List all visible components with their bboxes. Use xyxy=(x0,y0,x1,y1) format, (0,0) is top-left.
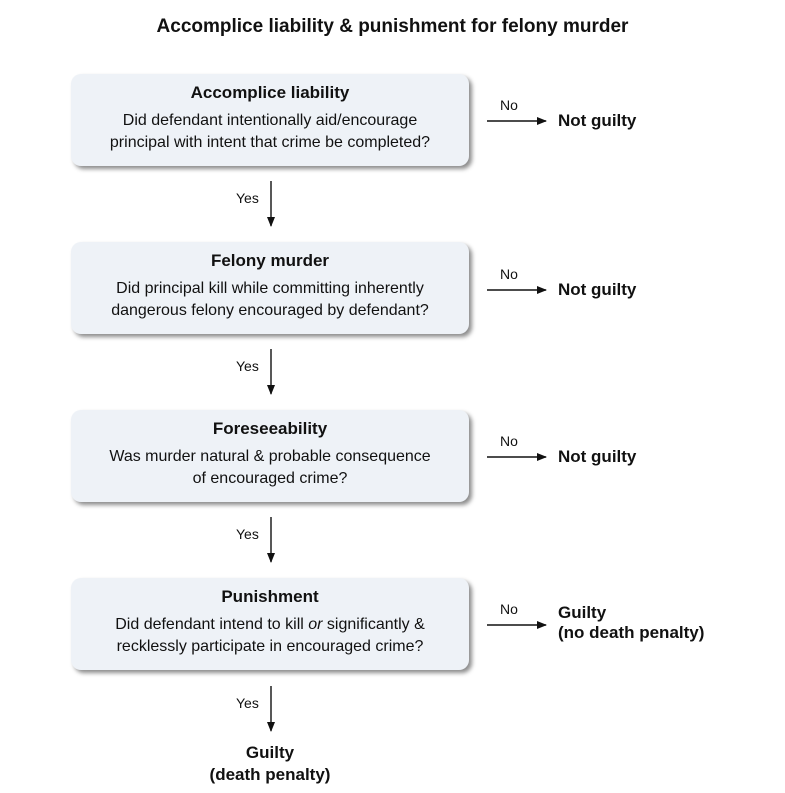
no-label: No xyxy=(500,97,518,113)
outcome-not-guilty: Not guilty xyxy=(558,280,637,299)
step-box-foreseeability: Foreseeability Was murder natural & prob… xyxy=(71,410,469,502)
no-label: No xyxy=(500,601,518,617)
step-heading: Felony murder xyxy=(210,251,330,270)
step-question-line: of encouraged crime? xyxy=(192,470,348,487)
diagram-title: Accomplice liability & punishment for fe… xyxy=(156,16,629,37)
final-outcome-line: Guilty xyxy=(245,743,295,762)
yes-label: Yes xyxy=(236,695,259,711)
step-question: Did defendant intentionally aid/encourag… xyxy=(71,110,469,154)
no-label: No xyxy=(500,266,518,282)
outcome-guilty-no-death-penalty: Guilty (no death penalty) xyxy=(558,603,704,643)
step-question-line: Was murder natural & probable consequenc… xyxy=(109,448,431,465)
step-question-line: Did principal kill while committing inhe… xyxy=(116,280,424,297)
step-question-line: recklessly participate in encouraged cri… xyxy=(116,638,424,655)
yes-label: Yes xyxy=(236,526,259,542)
step-question: Did defendant intend to kill or signific… xyxy=(71,614,469,658)
step-question-line: principal with intent that crime be comp… xyxy=(109,134,431,151)
final-outcome-line: (death penalty) xyxy=(209,765,331,784)
step-box-accomplice-liability: Accomplice liability Did defendant inten… xyxy=(71,74,469,166)
outcome-not-guilty: Not guilty xyxy=(558,111,637,130)
question-emphasis: or xyxy=(308,616,323,633)
yes-label: Yes xyxy=(236,358,259,374)
step-heading: Accomplice liability xyxy=(190,83,350,102)
no-label: No xyxy=(500,433,518,449)
step-question: Was murder natural & probable consequenc… xyxy=(71,446,469,490)
step-question-line: dangerous felony encouraged by defendant… xyxy=(111,302,429,319)
step-question-line: Did defendant intend to kill or signific… xyxy=(77,614,463,636)
outcome-line: Guilty xyxy=(558,603,607,622)
outcome-line: (no death penalty) xyxy=(558,623,705,642)
question-text: significantly & xyxy=(322,616,425,633)
question-text: Did defendant intend to kill xyxy=(115,616,309,633)
step-heading: Punishment xyxy=(221,587,319,606)
step-box-felony-murder: Felony murder Did principal kill while c… xyxy=(71,242,469,334)
final-outcome-guilty-death-penalty: Guilty (death penalty) xyxy=(180,742,360,786)
step-question-line: Did defendant intentionally aid/encourag… xyxy=(122,112,418,129)
step-box-punishment: Punishment Did defendant intend to kill … xyxy=(71,578,469,670)
step-heading: Foreseeability xyxy=(212,419,328,438)
step-question: Did principal kill while committing inhe… xyxy=(71,278,469,322)
outcome-not-guilty: Not guilty xyxy=(558,447,637,466)
yes-label: Yes xyxy=(236,190,259,206)
